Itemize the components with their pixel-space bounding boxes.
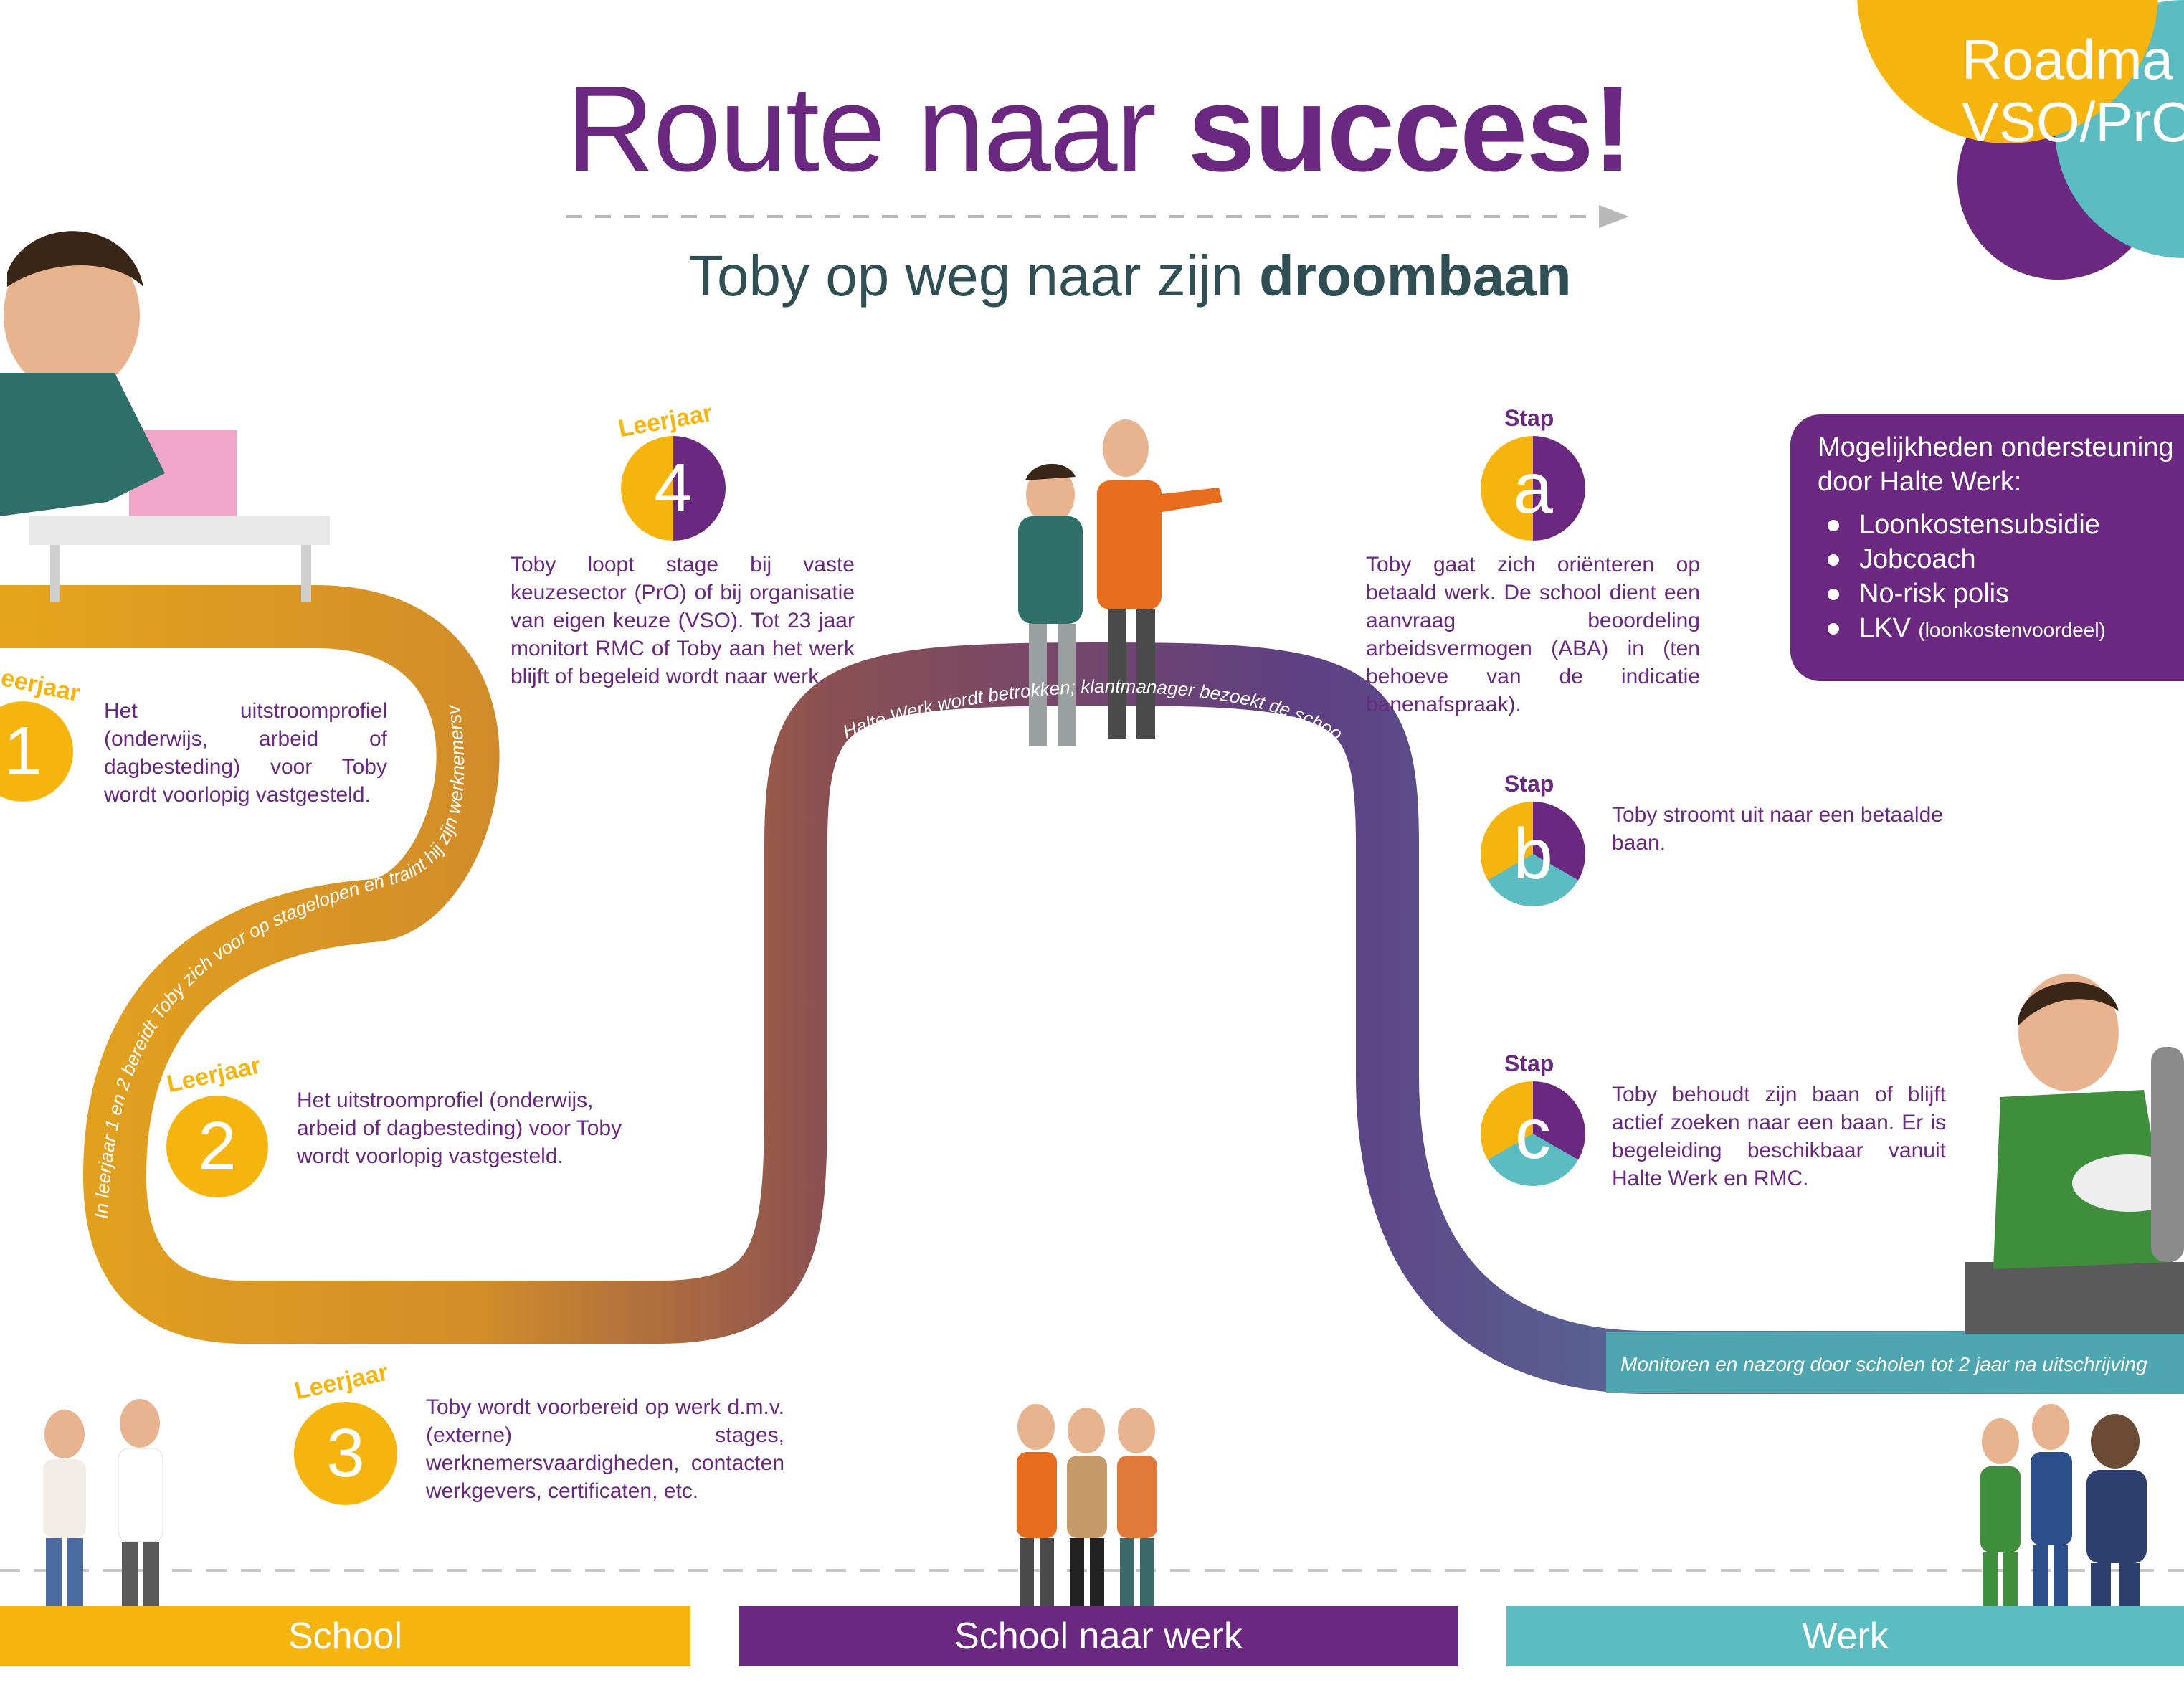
support-item-lkv: LKV (loonkostenvoordeel) xyxy=(1818,611,2106,647)
badge-line-2: VSO/PrO xyxy=(1962,90,2184,154)
phase-bar-school: School xyxy=(0,1606,690,1666)
leerjaar-3-text: Toby wordt voorbereid op werk d.m.v. (ex… xyxy=(426,1395,784,1503)
leerjaar-1-text: Het uitstroomprofiel (onderwijs, arbeid … xyxy=(104,699,387,807)
support-options-box: Mogelijkheden ondersteuning door Halte W… xyxy=(1790,414,2184,681)
badge-line-1: Roadma xyxy=(1962,29,2173,91)
route-road-path xyxy=(0,585,2184,1394)
road-label-monitor: Monitoren en nazorg door scholen tot 2 j… xyxy=(1620,1353,2147,1375)
support-list: Loonkostensubsidie Jobcoach No-risk poli… xyxy=(1818,508,2106,647)
page-title: Route naar succes! xyxy=(566,61,1633,197)
stap-c-circle: c xyxy=(1481,1081,1585,1186)
header-arrow-head-icon xyxy=(1599,205,1629,228)
phase-bar-school-naar-werk: School naar werk xyxy=(739,1606,1458,1666)
parents-illustration xyxy=(43,1399,163,1613)
badge-circle-yellow xyxy=(1857,0,2158,143)
page-subtitle: Toby op weg naar zijn droombaan xyxy=(688,244,1572,308)
stap-b-circle: b xyxy=(1481,802,1585,906)
stap-c-text: Toby behoudt zijn baan of blijft actief … xyxy=(1612,1083,1946,1190)
roadmap-badge: Roadma VSO/PrO xyxy=(1962,29,2184,154)
toby-at-desk-illustration xyxy=(0,231,330,602)
stap-a-tag: Stap xyxy=(1504,405,1554,431)
toby-and-klantmanager-illustration xyxy=(1018,419,1222,746)
toby-at-work-illustration xyxy=(1965,974,2184,1334)
leerjaar-4-text: Toby loopt stage bij vaste keuzesector (… xyxy=(511,553,855,688)
support-heading: Mogelijkheden ondersteuning door Halte W… xyxy=(1818,432,2174,497)
stap-c-tag: Stap xyxy=(1504,1050,1554,1076)
leerjaar-2-text: Het uitstroomprofiel (onderwijs, arbeid … xyxy=(297,1088,622,1168)
road-end-segment xyxy=(1606,1332,2184,1393)
stap-b-text: Toby stroomt uit naar een betaalde baan. xyxy=(1612,803,1943,855)
support-item-jobcoach: Jobcoach xyxy=(1818,542,2106,577)
support-item-no-risk-polis: No-risk polis xyxy=(1818,577,2106,611)
stap-a-text: Toby gaat zich oriënteren op betaald wer… xyxy=(1366,553,1700,716)
leerjaar-2-circle: 2 xyxy=(166,1096,268,1197)
colleagues-illustration xyxy=(1980,1404,2147,1613)
stap-b-tag: Stap xyxy=(1504,771,1554,797)
leerjaar-3-circle: 3 xyxy=(294,1402,397,1505)
phase-bar-werk: Werk xyxy=(1506,1606,2184,1666)
leerjaar-1-circle: 1 xyxy=(0,701,73,802)
leerjaar-4-circle: 4 xyxy=(621,436,726,541)
school-staff-illustration xyxy=(1017,1404,1157,1610)
support-item-loonkostensubsidie: Loonkostensubsidie xyxy=(1818,508,2106,542)
stap-a-circle: a xyxy=(1481,436,1585,541)
